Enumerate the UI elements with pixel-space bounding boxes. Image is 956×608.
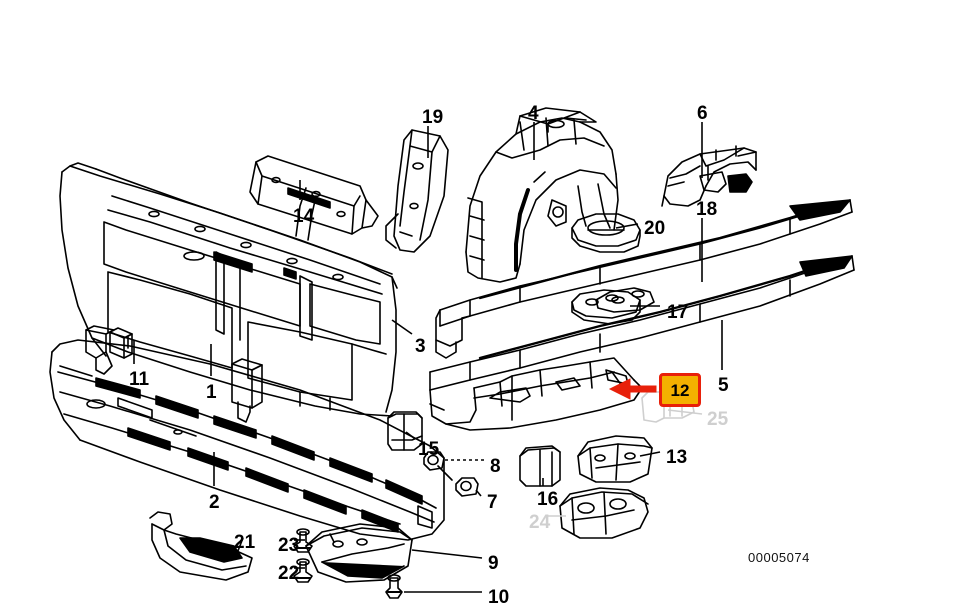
callout-15[interactable]: 15 [418, 439, 440, 460]
callout-19[interactable]: 19 [422, 107, 444, 128]
callout-1[interactable]: 1 [206, 382, 217, 403]
highlight-arrow [608, 378, 657, 400]
leader-lines [133, 122, 723, 593]
diagram-id-label: 00005074 [748, 550, 810, 565]
callout-21[interactable]: 21 [234, 532, 256, 553]
callout-10[interactable]: 10 [488, 587, 510, 608]
callout-11[interactable]: 11 [129, 369, 150, 390]
callout-2[interactable]: 2 [209, 492, 220, 513]
callout-24-dim[interactable]: 24 [529, 512, 551, 533]
callout-9[interactable]: 9 [488, 553, 499, 574]
callout-23[interactable]: 23 [278, 535, 300, 556]
callout-5[interactable]: 5 [718, 375, 729, 396]
callout-3[interactable]: 3 [415, 336, 426, 357]
callout-6[interactable]: 6 [697, 103, 708, 124]
callout-20[interactable]: 20 [644, 218, 666, 239]
highlighted-callout-12[interactable]: 12 [659, 373, 701, 407]
callout-17[interactable]: 17 [667, 302, 689, 323]
callout-14[interactable]: 14 [293, 206, 315, 227]
callout-16[interactable]: 16 [537, 489, 559, 510]
callout-8[interactable]: 8 [490, 456, 501, 477]
highlighted-callout-label: 12 [670, 380, 690, 400]
callout-18[interactable]: 18 [696, 199, 718, 220]
callout-22[interactable]: 22 [278, 563, 300, 584]
callout-13[interactable]: 13 [666, 447, 688, 468]
leader-lines-dim [547, 409, 703, 517]
callout-7[interactable]: 7 [487, 492, 498, 513]
callout-25-dim[interactable]: 25 [707, 409, 729, 430]
callout-4[interactable]: 4 [528, 103, 539, 124]
